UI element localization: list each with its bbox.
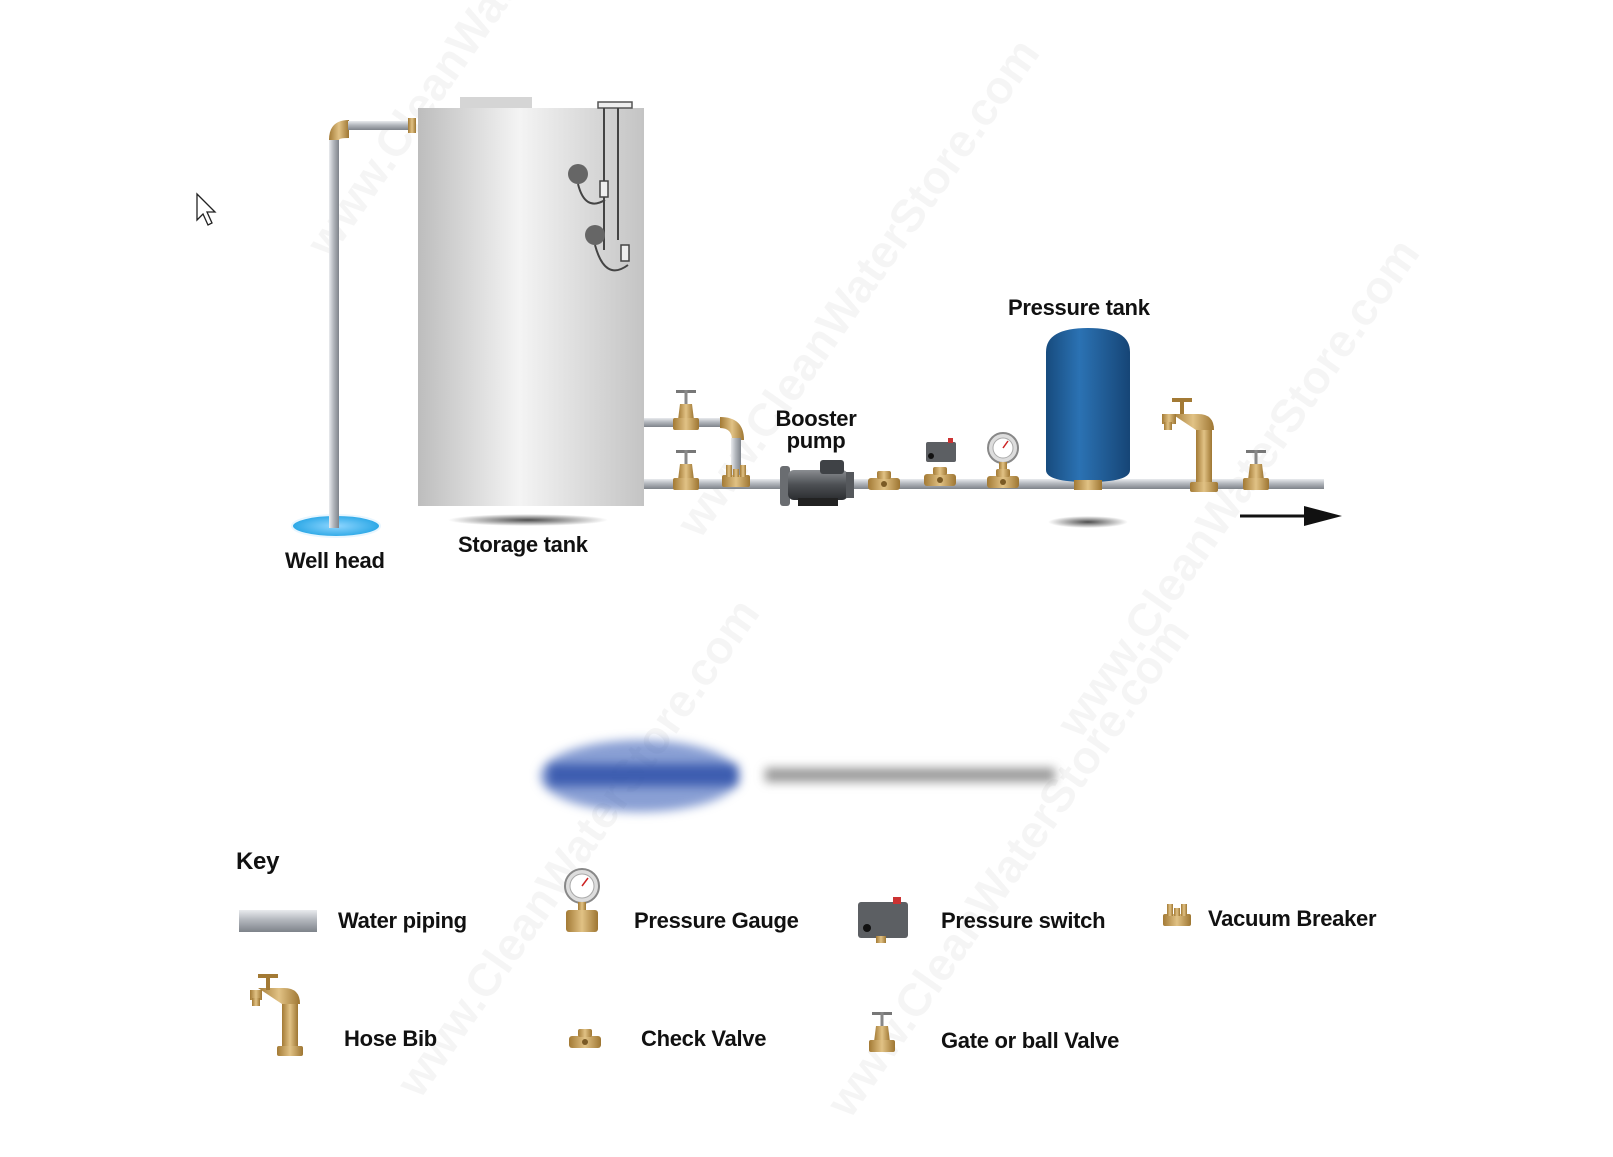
pressure-switch-on-line bbox=[924, 438, 956, 486]
pressure-tank-label: Pressure tank bbox=[1008, 295, 1150, 320]
well-head bbox=[291, 118, 416, 538]
storage-tank bbox=[418, 97, 644, 526]
booster-pump-label-line1: Booster bbox=[775, 406, 857, 431]
key-pressure-switch-label: Pressure switch bbox=[941, 908, 1106, 933]
key-vacuum-breaker-label: Vacuum Breaker bbox=[1208, 906, 1377, 931]
key-hose-bib-label: Hose Bib bbox=[344, 1026, 437, 1051]
mouse-cursor-icon bbox=[196, 192, 217, 226]
pressure-gauge-on-line bbox=[987, 432, 1019, 488]
key-vacuum-breaker-icon bbox=[1163, 904, 1191, 926]
hose-bib-on-line bbox=[1162, 398, 1218, 492]
key-pressure-switch-icon bbox=[858, 897, 908, 943]
key-hose-bib-icon bbox=[250, 974, 303, 1056]
blurred-logo bbox=[540, 740, 1055, 812]
pressure-tank bbox=[1046, 328, 1130, 528]
key-check-valve-icon bbox=[569, 1029, 601, 1048]
booster-pump bbox=[780, 460, 854, 506]
key-pressure-gauge-icon bbox=[564, 868, 600, 932]
svg-text:www.CleanWaterStore.com: www.CleanWaterStore.com bbox=[665, 29, 1049, 547]
storage-tank-label: Storage tank bbox=[458, 532, 588, 557]
well-head-label: Well head bbox=[285, 548, 385, 573]
booster-pump-label-line2: pump bbox=[786, 428, 846, 453]
key-pressure-gauge-label: Pressure Gauge bbox=[634, 908, 799, 933]
key-title: Key bbox=[236, 848, 280, 875]
key-gate-valve-label: Gate or ball Valve bbox=[941, 1028, 1120, 1053]
tank-outlet-piping bbox=[644, 390, 1324, 490]
key-check-valve-label: Check Valve bbox=[641, 1026, 767, 1051]
booster-pump-label: Booster pump bbox=[773, 408, 859, 452]
key-water-piping-icon bbox=[239, 910, 317, 932]
flow-arrow bbox=[1240, 506, 1342, 526]
key-water-piping-label: Water piping bbox=[338, 908, 467, 933]
